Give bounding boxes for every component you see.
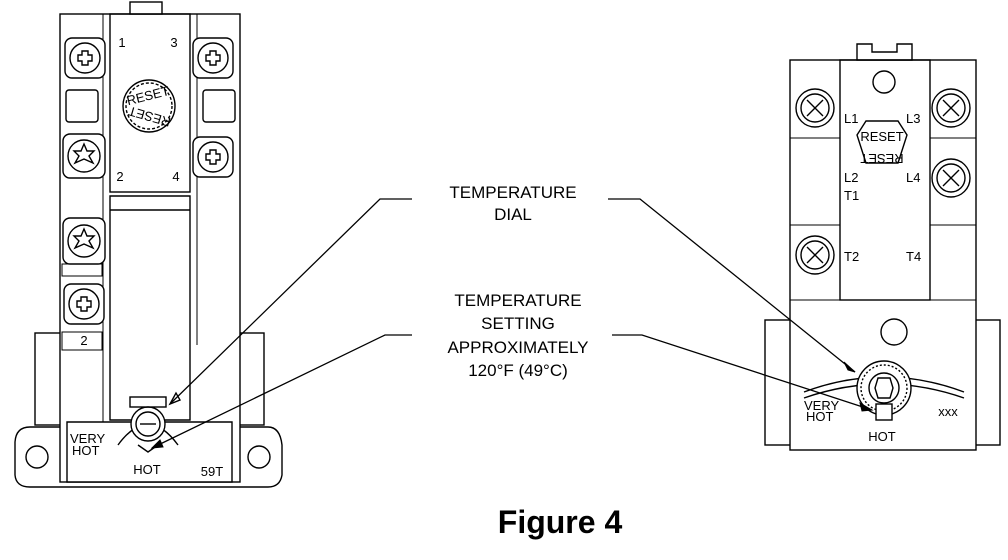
setting-callout-line4: 120°F (49°C) bbox=[468, 361, 568, 380]
left-screw-3 bbox=[192, 37, 234, 79]
left-hot: HOT bbox=[133, 462, 161, 477]
dial-callout-line2: DIAL bbox=[494, 205, 532, 224]
left-reset-button: RESET RESET bbox=[122, 79, 176, 133]
right-screw-t2 bbox=[795, 235, 835, 275]
left-cover-window bbox=[109, 195, 191, 421]
left-very: VERY bbox=[70, 431, 105, 446]
left-star-screw-lower bbox=[62, 217, 106, 265]
right-label-t1: T1 bbox=[844, 188, 859, 203]
setting-callout-line3: APPROXIMATELY bbox=[447, 338, 588, 357]
right-top-tab bbox=[856, 43, 913, 61]
left-dial-plate bbox=[66, 421, 233, 483]
right-label-l1: L1 bbox=[844, 111, 858, 126]
dial-leader-left bbox=[169, 198, 412, 405]
setting-callout-line2: SETTING bbox=[481, 314, 555, 333]
left-terminal-2: 2 bbox=[116, 169, 123, 184]
right-reset-button: RESET RESET bbox=[856, 120, 908, 166]
right-label-l4: L4 bbox=[906, 170, 920, 185]
left-terminal-2-lower: 2 bbox=[80, 333, 87, 348]
callout-temperature-dial: TEMPERATURE DIAL bbox=[449, 183, 576, 224]
figure-caption: Figure 4 bbox=[498, 504, 623, 540]
left-bracket-hole-left bbox=[25, 445, 49, 469]
left-model: 59T bbox=[201, 464, 223, 479]
left-slot-left bbox=[65, 89, 99, 123]
left-center-plate bbox=[109, 13, 191, 193]
right-label-l3: L3 bbox=[906, 111, 920, 126]
left-terminal-3: 3 bbox=[170, 35, 177, 50]
left-star-screw-upper bbox=[62, 133, 106, 179]
left-hot-stack: HOT bbox=[72, 443, 100, 458]
right-label-t2: T2 bbox=[844, 249, 859, 264]
right-top-hole bbox=[872, 70, 896, 94]
left-screw-1 bbox=[64, 37, 106, 79]
left-side-tab-right bbox=[236, 332, 265, 426]
right-lower-hole bbox=[880, 318, 908, 346]
dial-callout-line1: TEMPERATURE bbox=[449, 183, 576, 202]
left-screw-lower-2 bbox=[63, 283, 105, 325]
setting-callout-line1: TEMPERATURE bbox=[454, 291, 581, 310]
right-label-l2: L2 bbox=[844, 170, 858, 185]
left-terminal-4: 4 bbox=[172, 169, 179, 184]
right-reset-bottom: RESET bbox=[860, 151, 903, 166]
callout-leaders bbox=[150, 198, 874, 449]
right-screw-l1 bbox=[795, 88, 835, 128]
right-thermostat: RESET RESET L1 L3 L2 T1 L4 T2 T4 VERY HO… bbox=[764, 43, 1001, 451]
left-side-tab-left bbox=[34, 332, 63, 426]
left-screw-4 bbox=[192, 136, 234, 178]
right-model: xxx bbox=[938, 404, 958, 419]
setting-leader-left bbox=[151, 334, 412, 449]
right-screw-l4 bbox=[931, 158, 971, 198]
right-label-t4: T4 bbox=[906, 249, 921, 264]
callout-temperature-setting: TEMPERATURE SETTING APPROXIMATELY 120°F … bbox=[447, 291, 588, 380]
right-reset-top: RESET bbox=[860, 129, 903, 144]
left-thermostat: RESET RESET 1 3 2 4 2 VERY HOT HOT 59T bbox=[14, 1, 283, 488]
right-hot: HOT bbox=[868, 429, 896, 444]
left-top-tab bbox=[129, 1, 163, 15]
right-very: VERY bbox=[804, 398, 839, 413]
right-screw-l3 bbox=[931, 88, 971, 128]
dial-leader-right bbox=[608, 198, 856, 373]
right-hot-stack: HOT bbox=[806, 409, 834, 424]
left-bracket-hole-right bbox=[247, 445, 271, 469]
left-slot-right bbox=[202, 89, 236, 123]
setting-leader-right bbox=[612, 334, 873, 411]
left-terminal-1: 1 bbox=[118, 35, 125, 50]
